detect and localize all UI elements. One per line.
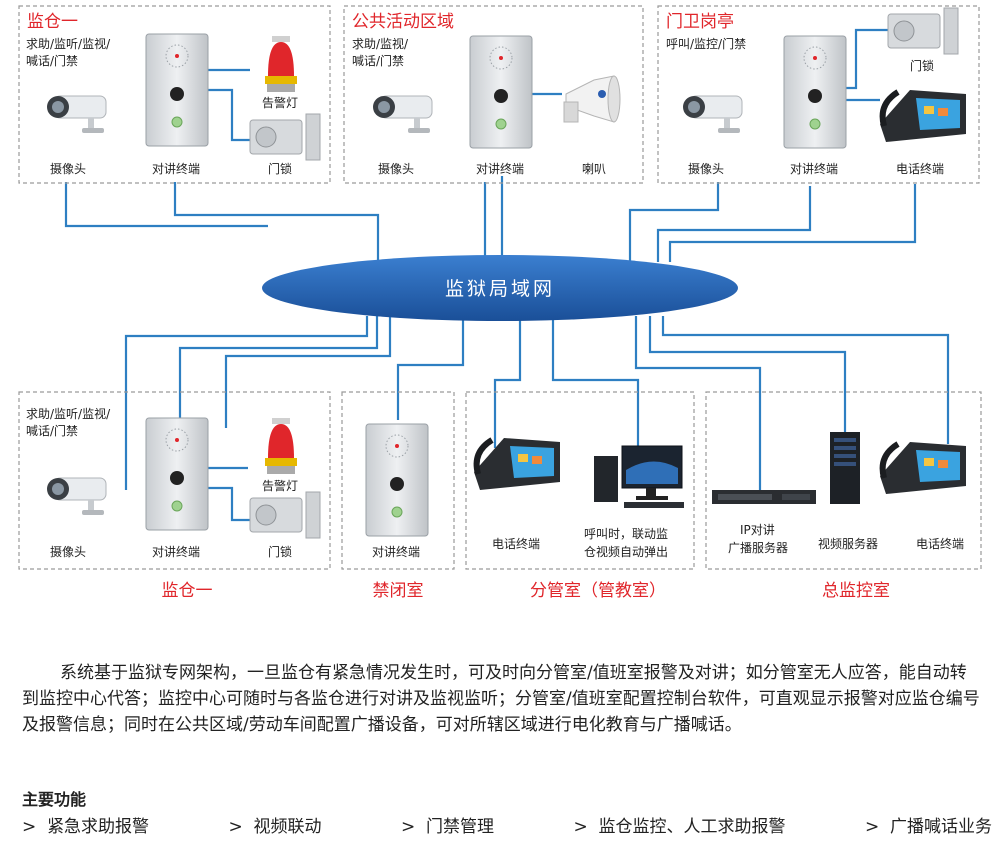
network-label: 监狱局域网 xyxy=(445,278,555,300)
zone-title: 监仓一 xyxy=(27,12,78,32)
zone-title: 禁闭室 xyxy=(373,581,424,601)
svg-text:对讲终端: 对讲终端 xyxy=(152,161,200,176)
zone-title: 分管室（管教室） xyxy=(530,581,666,601)
intercom-terminal-icon xyxy=(145,33,209,147)
svg-text:摄像头: 摄像头 xyxy=(50,544,86,559)
svg-text:电话终端: 电话终端 xyxy=(896,161,944,176)
camera-icon xyxy=(372,95,433,134)
function-item: 紧急求助报警 xyxy=(22,812,149,837)
door-lock-icon xyxy=(249,491,321,539)
svg-text:电话终端: 电话终端 xyxy=(916,536,964,551)
function-item: 视频联动 xyxy=(228,812,322,837)
intercom-terminal-icon xyxy=(365,423,429,537)
functions-title: 主要功能 xyxy=(22,790,87,809)
zone-cell-top: 监仓一 求助/监听/监视/ 喊话/门禁 摄像头 对讲终端 告警灯 门锁 xyxy=(18,5,331,184)
svg-text:告警灯: 告警灯 xyxy=(262,478,298,493)
zone-title: 监仓一 xyxy=(162,581,213,601)
architecture-diagram: 监仓一 求助/监听/监视/ 喊话/门禁 摄像头 对讲终端 告警灯 门锁 公共活动… xyxy=(18,5,982,601)
functions-list: 紧急求助报警 视频联动 门禁管理 监仓监控、人工求助报警 广播喊话业务 xyxy=(22,812,992,837)
phone-terminal-icon xyxy=(880,90,966,142)
prison-lan: 监狱局域网 xyxy=(262,255,738,321)
zone-branch-office: 电话终端 呼叫时，联动监 仓视频自动弹出 分管室（管教室） xyxy=(465,391,695,601)
function-item: 广播喊话业务 xyxy=(865,812,992,837)
intercom-terminal-icon xyxy=(145,417,209,531)
svg-text:求助/监听/监视/: 求助/监听/监视/ xyxy=(26,406,111,421)
zone-guard-booth: 门卫岗亭 呼叫/监控/门禁 摄像头 对讲终端 门锁 电话终端 xyxy=(657,5,980,184)
speaker-icon xyxy=(563,75,621,123)
intercom-terminal-icon xyxy=(783,35,847,149)
svg-text:喇叭: 喇叭 xyxy=(582,161,606,176)
svg-text:求助/监视/: 求助/监视/ xyxy=(352,36,409,51)
function-item: 监仓监控、人工求助报警 xyxy=(573,812,786,837)
camera-icon xyxy=(46,95,107,134)
svg-text:门锁: 门锁 xyxy=(910,58,934,73)
computer-icon xyxy=(593,445,685,509)
svg-text:求助/监听/监视/: 求助/监听/监视/ xyxy=(26,36,111,51)
function-item: 门禁管理 xyxy=(401,812,494,837)
svg-text:呼叫时，联动监: 呼叫时，联动监 xyxy=(584,527,668,541)
svg-text:IP对讲: IP对讲 xyxy=(740,522,775,537)
svg-text:广播服务器: 广播服务器 xyxy=(728,540,788,555)
svg-text:门锁: 门锁 xyxy=(268,161,292,176)
svg-text:对讲终端: 对讲终端 xyxy=(790,161,838,176)
svg-text:对讲终端: 对讲终端 xyxy=(372,544,420,559)
network-wires xyxy=(64,28,950,522)
ip-broadcast-server-icon xyxy=(712,490,816,504)
camera-icon xyxy=(682,95,743,134)
svg-text:喊话/门禁: 喊话/门禁 xyxy=(26,53,78,68)
svg-text:摄像头: 摄像头 xyxy=(688,161,724,176)
svg-text:对讲终端: 对讲终端 xyxy=(152,544,200,559)
svg-text:喊话/门禁: 喊话/门禁 xyxy=(352,53,404,68)
svg-text:摄像头: 摄像头 xyxy=(378,161,414,176)
zone-solitary: 对讲终端 禁闭室 xyxy=(341,391,455,601)
zone-title: 门卫岗亭 xyxy=(666,12,734,32)
zone-control-center: IP对讲 广播服务器 视频服务器 电话终端 总监控室 xyxy=(705,391,982,601)
phone-terminal-icon xyxy=(474,438,560,490)
zone-public-area: 公共活动区域 求助/监视/ 喊话/门禁 摄像头 对讲终端 喇叭 xyxy=(343,5,644,184)
alarm-light-icon xyxy=(265,418,297,474)
svg-text:门锁: 门锁 xyxy=(268,544,292,559)
door-lock-icon xyxy=(249,113,321,161)
camera-icon xyxy=(46,477,107,516)
svg-text:呼叫/监控/门禁: 呼叫/监控/门禁 xyxy=(666,36,746,51)
alarm-light-icon xyxy=(265,36,297,92)
zone-title: 总监控室 xyxy=(822,581,890,601)
intercom-terminal-icon xyxy=(469,35,533,149)
phone-terminal-icon xyxy=(880,442,966,494)
svg-text:视频服务器: 视频服务器 xyxy=(818,536,878,551)
svg-text:电话终端: 电话终端 xyxy=(492,536,540,551)
svg-text:摄像头: 摄像头 xyxy=(50,161,86,176)
svg-text:仓视频自动弹出: 仓视频自动弹出 xyxy=(584,544,668,559)
system-description: 系统基于监狱专网架构，一旦监仓有紧急情况发生时，可及时向分管室/值班室报警及对讲… xyxy=(22,663,980,735)
video-server-icon xyxy=(830,432,860,504)
svg-text:喊话/门禁: 喊话/门禁 xyxy=(26,423,78,438)
svg-text:对讲终端: 对讲终端 xyxy=(476,161,524,176)
svg-text:告警灯: 告警灯 xyxy=(262,95,298,110)
door-lock-icon xyxy=(887,7,959,55)
zone-title: 公共活动区域 xyxy=(352,12,454,32)
zone-cell-bottom: 求助/监听/监视/ 喊话/门禁 摄像头 对讲终端 告警灯 门锁 监仓一 xyxy=(18,391,331,601)
